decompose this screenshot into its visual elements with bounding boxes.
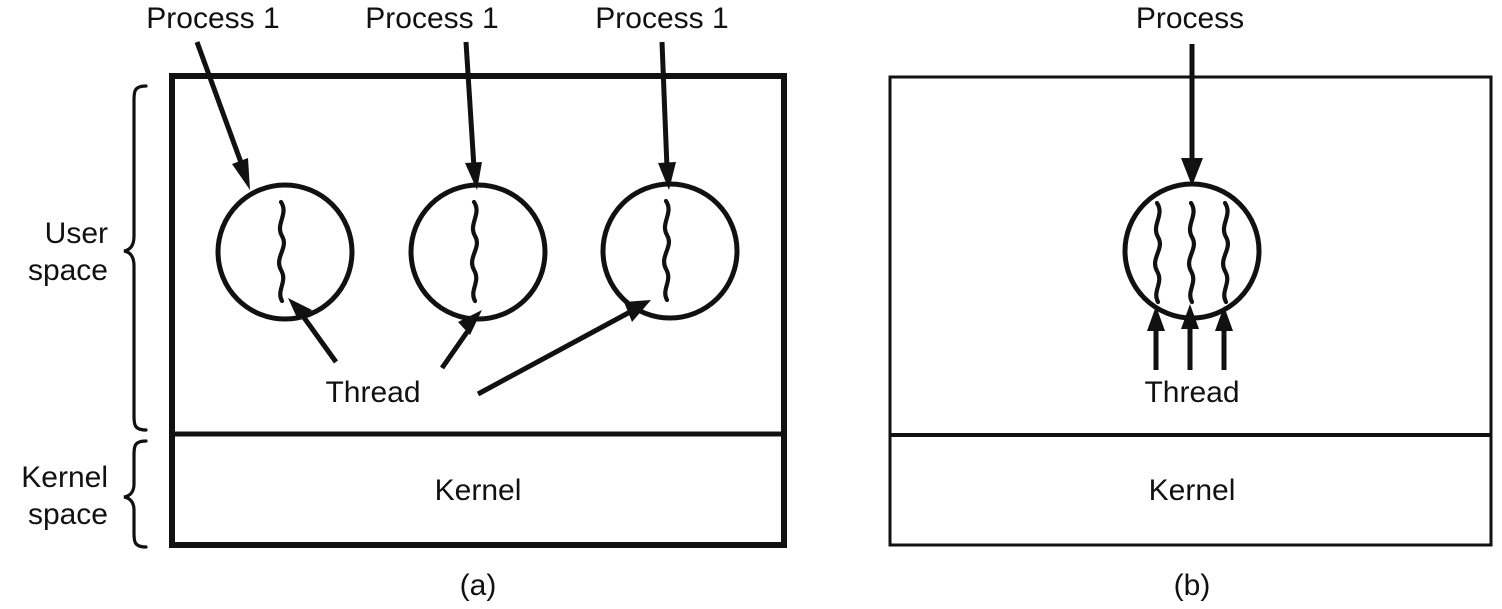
process-label-a-1: Process 1: [146, 2, 279, 35]
thread-arrow-a-2: [439, 310, 482, 370]
kernel-label-b: Kernel: [1149, 474, 1236, 507]
process-label-a-3: Process 1: [595, 2, 728, 35]
process-label-b: Process: [1136, 2, 1244, 35]
thread-arrow-a-1: [288, 298, 339, 364]
panel-b: Process: [888, 2, 1493, 602]
panel-a-caption: (a): [460, 569, 497, 602]
process-arrow-a-2: [463, 41, 482, 190]
process-circle-a-1: [215, 182, 355, 322]
process-circle-a-2: [408, 182, 548, 322]
thread-arrow-b-2: [1181, 304, 1199, 370]
panel-a-outer-box: [169, 73, 787, 548]
process-circle-b: [1122, 181, 1262, 321]
side-annotations: User space Kernel space: [21, 84, 148, 549]
panel-a: Process 1 Process 1 Process 1: [146, 2, 787, 602]
process-arrow-b: [1181, 44, 1203, 186]
kernel-space-label-line1: Kernel: [21, 461, 108, 494]
kernel-space-label-line2: space: [28, 498, 108, 531]
thread-label-a: Thread: [325, 376, 420, 409]
thread-arrow-b-3: [1215, 306, 1233, 370]
user-space-label-line2: space: [28, 254, 108, 287]
kernel-space-brace: [123, 439, 148, 549]
process-circle-a-3: [600, 181, 740, 321]
process-arrow-a-3: [658, 41, 676, 190]
user-space-brace: [123, 84, 148, 432]
user-space-label-line1: User: [45, 217, 108, 250]
process-arrow-a-1: [194, 41, 250, 190]
kernel-label-a: Kernel: [435, 474, 522, 507]
thread-arrow-a-3: [476, 300, 651, 397]
thread-label-b: Thread: [1144, 376, 1239, 409]
thread-arrow-b-1: [1147, 306, 1165, 370]
process-label-a-2: Process 1: [365, 2, 498, 35]
panel-b-caption: (b): [1174, 569, 1211, 602]
